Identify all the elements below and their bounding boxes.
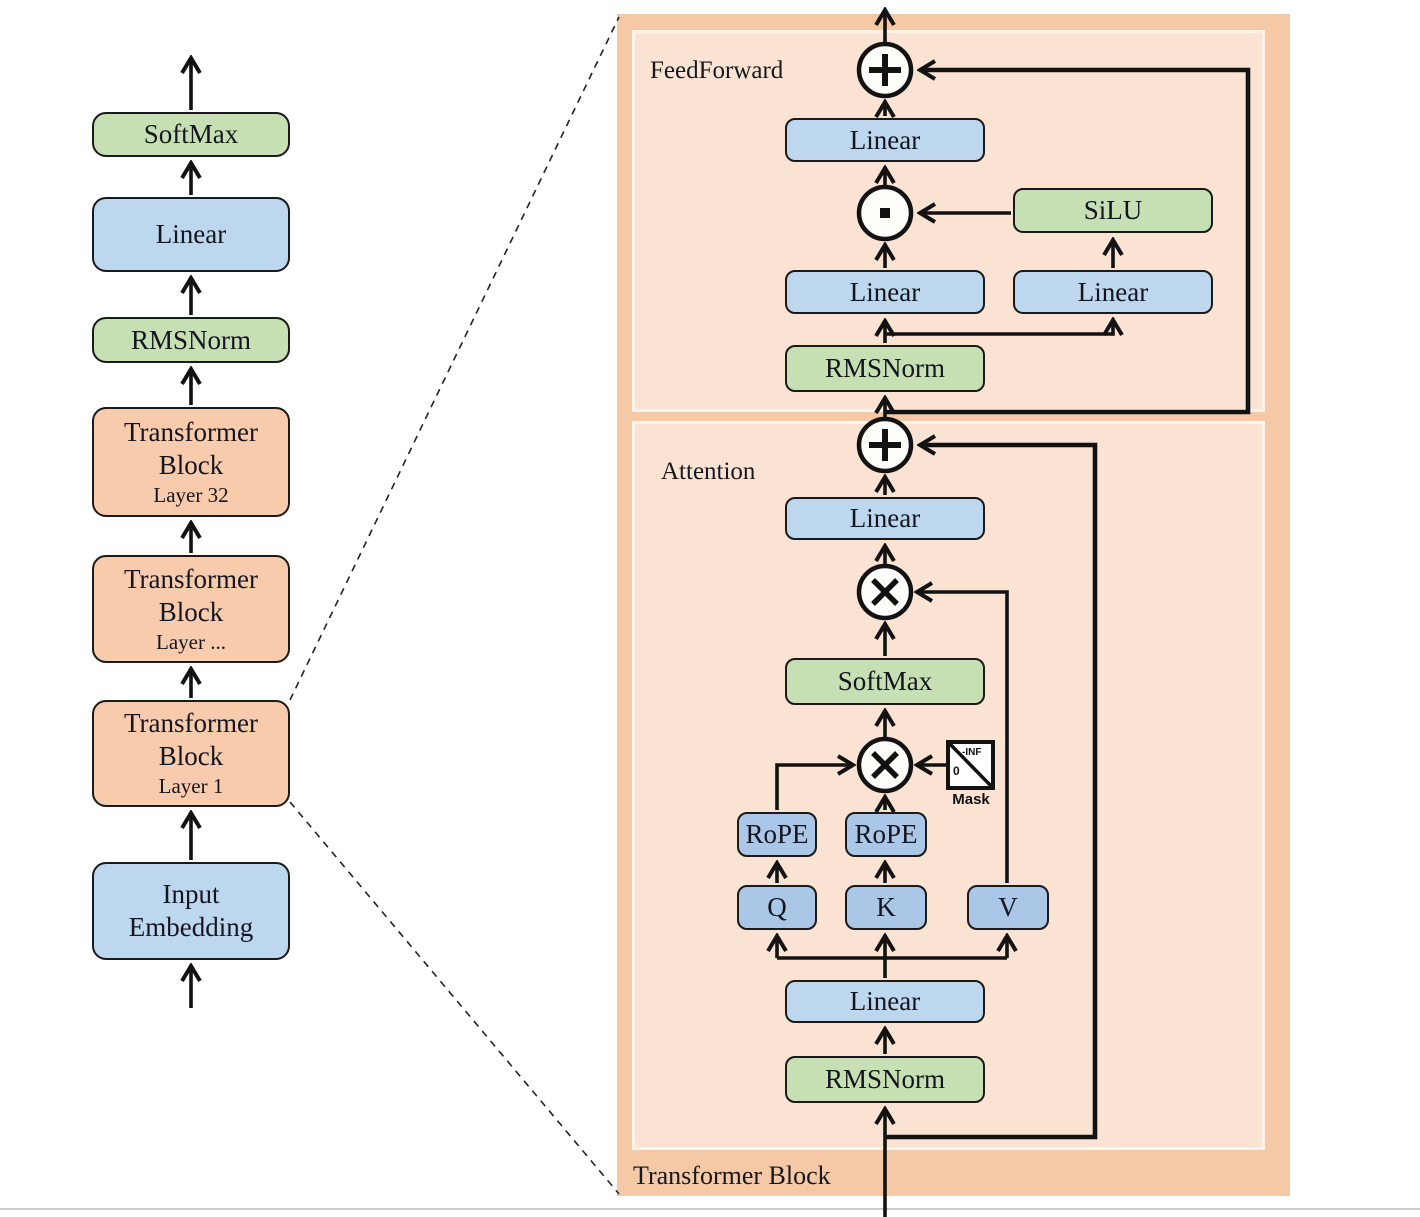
mask-label: Mask: [952, 791, 990, 808]
block-label: Transformer Block: [124, 416, 258, 480]
rope-k-label: RoPE: [854, 819, 918, 850]
transformer-block-mid-box: Transformer Block Layer ...: [92, 555, 290, 663]
matmul-icon: [856, 563, 914, 621]
linear-box: Linear: [92, 197, 290, 272]
rmsnorm-box: RMSNorm: [92, 317, 290, 363]
attn-rmsnorm-box: RMSNorm: [785, 1056, 985, 1103]
mask-neg-inf-label: -INF: [962, 747, 982, 758]
mask-zero-label: 0: [953, 764, 960, 778]
ff-rmsnorm-box: RMSNorm: [785, 345, 985, 392]
attention-residual-line: [885, 445, 1098, 1140]
add-icon: [856, 41, 914, 99]
rope-q-label: RoPE: [745, 819, 809, 850]
rope-q-box: RoPE: [737, 812, 817, 857]
softmax-label: SoftMax: [143, 119, 239, 150]
ff-linear-gate-label: Linear: [849, 276, 921, 307]
causal-mask-icon: [946, 740, 995, 790]
softmax-box: SoftMax: [92, 112, 290, 157]
k-box: K: [845, 885, 927, 930]
attn-linear-qkv-box: Linear: [785, 980, 985, 1023]
v-label: V: [998, 892, 1018, 923]
input-embedding-box: Input Embedding: [92, 862, 290, 960]
transformer-block-32-box: Transformer Block Layer 32: [92, 407, 290, 517]
transformer-block-1-box: Transformer Block Layer 1: [92, 700, 290, 807]
attn-softmax-box: SoftMax: [785, 658, 985, 705]
attn-linear-out-box: Linear: [785, 497, 985, 540]
block-layer-label: Layer 1: [158, 774, 224, 799]
ff-linear-out-label: Linear: [849, 124, 921, 155]
matmul-icon: [856, 736, 914, 794]
q-label: Q: [767, 892, 787, 923]
block-layer-label: Layer 32: [153, 482, 229, 507]
ff-linear-up-box: Linear: [1013, 270, 1213, 314]
ff-rmsnorm-label: RMSNorm: [824, 353, 946, 384]
q-box: Q: [737, 885, 817, 930]
block-layer-label: Layer ...: [156, 629, 226, 654]
input-embedding-label: Input Embedding: [128, 879, 254, 942]
block-label: Transformer Block: [124, 708, 258, 772]
rope-k-box: RoPE: [845, 812, 927, 857]
v-box: V: [967, 885, 1049, 930]
ff-linear-out-box: Linear: [785, 118, 985, 162]
dot-product-icon: [856, 184, 914, 242]
add-icon: [856, 416, 914, 474]
ff-silu-box: SiLU: [1013, 188, 1213, 233]
linear-label: Linear: [155, 219, 227, 250]
transformer-block-title: Transformer Block: [633, 1161, 831, 1190]
ff-silu-label: SiLU: [1083, 195, 1143, 226]
ff-linear-up-label: Linear: [1077, 276, 1149, 307]
page-bottom-rule: [0, 1208, 1420, 1210]
attention-title: Attention: [661, 458, 756, 485]
attn-linear-qkv-label: Linear: [849, 986, 921, 1017]
zoom-guide-lines: [289, 16, 620, 1195]
attn-softmax-label: SoftMax: [837, 666, 933, 697]
feedforward-title: FeedForward: [650, 57, 784, 84]
ff-linear-gate-box: Linear: [785, 270, 985, 314]
attn-linear-out-label: Linear: [849, 503, 921, 534]
attn-rmsnorm-label: RMSNorm: [824, 1064, 946, 1095]
block-label: Transformer Block: [124, 563, 258, 627]
feedforward-edges: [885, 10, 1113, 419]
feedforward-residual-line: [885, 70, 1251, 415]
k-label: K: [876, 892, 896, 923]
attention-edges: [777, 477, 1007, 1217]
rmsnorm-label: RMSNorm: [130, 324, 252, 355]
